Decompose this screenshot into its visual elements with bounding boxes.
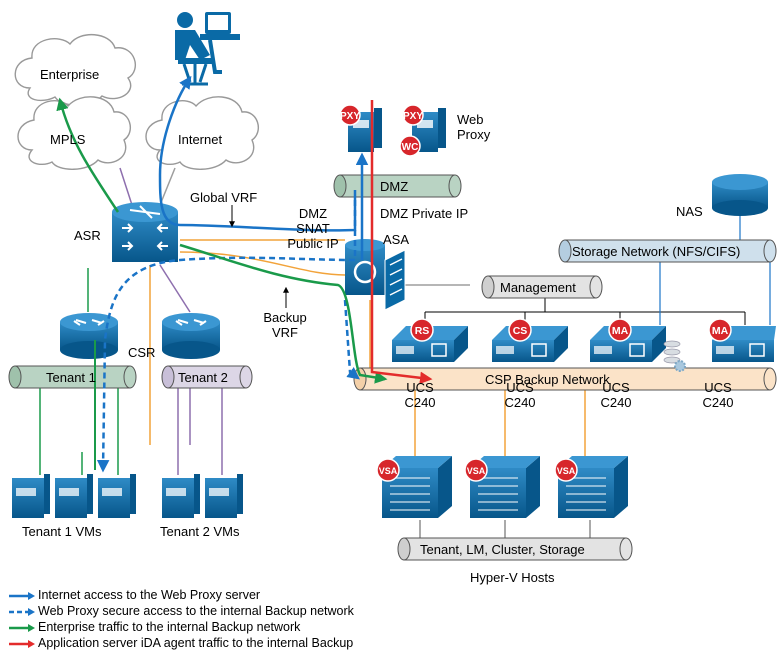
user-workstation-icon	[175, 12, 240, 86]
tenant2-vm-servers-icon	[162, 474, 243, 518]
vsa-badge-2: VSA	[464, 458, 488, 482]
pxy-badge-1: PXY	[339, 104, 361, 126]
ucs-label-1: UCS C240	[404, 380, 436, 410]
nas-storage-icon	[712, 174, 768, 216]
wc-badge: WC	[399, 135, 421, 157]
asr-label: ASR	[74, 228, 101, 243]
tenant2-segment	[161, 365, 253, 389]
cs-badge: CS	[508, 318, 532, 342]
enterprise-traffic-path	[94, 243, 388, 470]
legend-text: Enterprise traffic to the internal Backu…	[38, 620, 301, 634]
legend-item-app-server-ida: Application server iDA agent traffic to …	[8, 636, 353, 650]
svg-text:CS: CS	[513, 325, 528, 337]
csr-router-left-icon	[60, 313, 118, 359]
pxy-badge-2: PXY	[402, 104, 424, 126]
legend-item-web-proxy-secure: Web Proxy secure access to the internal …	[8, 604, 354, 618]
dmz-private-ip-label: DMZ Private IP	[380, 206, 469, 221]
svg-text:VSA: VSA	[557, 466, 576, 476]
mpls-label: MPLS	[50, 132, 86, 147]
rs-badge: RS	[410, 318, 434, 342]
web-proxy-secure-path	[96, 200, 360, 473]
svg-text:PXY: PXY	[403, 111, 423, 122]
tenant2-label: Tenant 2	[178, 370, 228, 385]
solid-green-arrow-icon	[9, 623, 35, 632]
legend-item-enterprise-traffic: Enterprise traffic to the internal Backu…	[8, 620, 300, 634]
svg-text:VSA: VSA	[467, 466, 486, 476]
web-proxy-label: Web Proxy	[457, 112, 491, 142]
dmz-snat-public-ip-label: DMZ SNAT Public IP	[287, 206, 339, 251]
ma-badge-2: MA	[708, 318, 732, 342]
nas-label: NAS	[676, 204, 703, 219]
storage-network-label: Storage Network (NFS/CIFS)	[572, 244, 741, 259]
backup-vrf-label: Backup VRF	[263, 310, 307, 340]
disk-stack-icon	[663, 340, 681, 364]
internet-cloud	[145, 96, 260, 170]
storage-network-segment	[558, 239, 777, 263]
legend-text: Application server iDA agent traffic to …	[38, 636, 354, 650]
internet-access-path	[56, 75, 369, 260]
ucs-label-3: UCS C240	[600, 380, 632, 410]
app-server-ida-path	[370, 100, 433, 385]
solid-blue-arrow-icon	[9, 591, 35, 600]
asr-router-icon	[112, 202, 178, 262]
csr-label: CSR	[128, 345, 156, 360]
tenant1-vms-label: Tenant 1 VMs	[22, 524, 102, 539]
gear-icon	[674, 360, 686, 372]
mpls-cloud	[17, 96, 132, 170]
management-segment	[481, 275, 603, 299]
tenant1-label: Tenant 1	[46, 370, 96, 385]
svg-text:RS: RS	[415, 325, 430, 337]
svg-text:MA: MA	[612, 325, 629, 337]
legend-text: Web Proxy secure access to the internal …	[38, 604, 354, 618]
csp-backup-network-label: CSP Backup Network	[485, 372, 610, 387]
hyperv-segment	[397, 537, 633, 561]
solid-red-arrow-icon	[9, 639, 35, 648]
enterprise-label: Enterprise	[40, 67, 100, 82]
ucs-label-4: UCS C240	[702, 380, 734, 410]
management-label: Management	[500, 280, 576, 295]
hyperv-segment-label: Tenant, LM, Cluster, Storage	[420, 542, 585, 557]
dmz-segment	[333, 174, 462, 198]
tenant2-vms-label: Tenant 2 VMs	[160, 524, 240, 539]
dmz-label: DMZ	[380, 179, 409, 194]
legend-text: Internet access to the Web Proxy server	[38, 588, 261, 602]
global-vrf-label: Global VRF	[190, 190, 258, 205]
dashed-blue-arrow-icon	[9, 607, 35, 616]
ucs-label-2: UCS C240	[504, 380, 536, 410]
csr-router-right-icon	[162, 313, 220, 359]
csp-backup-network-segment	[353, 367, 777, 391]
svg-text:PXY: PXY	[340, 111, 360, 122]
asa-label: ASA	[383, 232, 410, 247]
vsa-badge-3: VSA	[554, 458, 578, 482]
asa-firewall-icon	[345, 239, 406, 311]
legend-item-internet-access: Internet access to the Web Proxy server	[8, 588, 260, 602]
tenant1-vm-servers-icon	[12, 474, 136, 518]
svg-text:MA: MA	[712, 325, 729, 337]
ma-badge-1: MA	[608, 318, 632, 342]
vsa-badge-1: VSA	[376, 458, 400, 482]
svg-text:VSA: VSA	[379, 466, 398, 476]
svg-text:WC: WC	[402, 142, 419, 153]
hyperv-hosts-label: Hyper-V Hosts	[470, 570, 555, 585]
internet-label: Internet	[178, 132, 223, 147]
tenant1-segment	[8, 365, 137, 389]
